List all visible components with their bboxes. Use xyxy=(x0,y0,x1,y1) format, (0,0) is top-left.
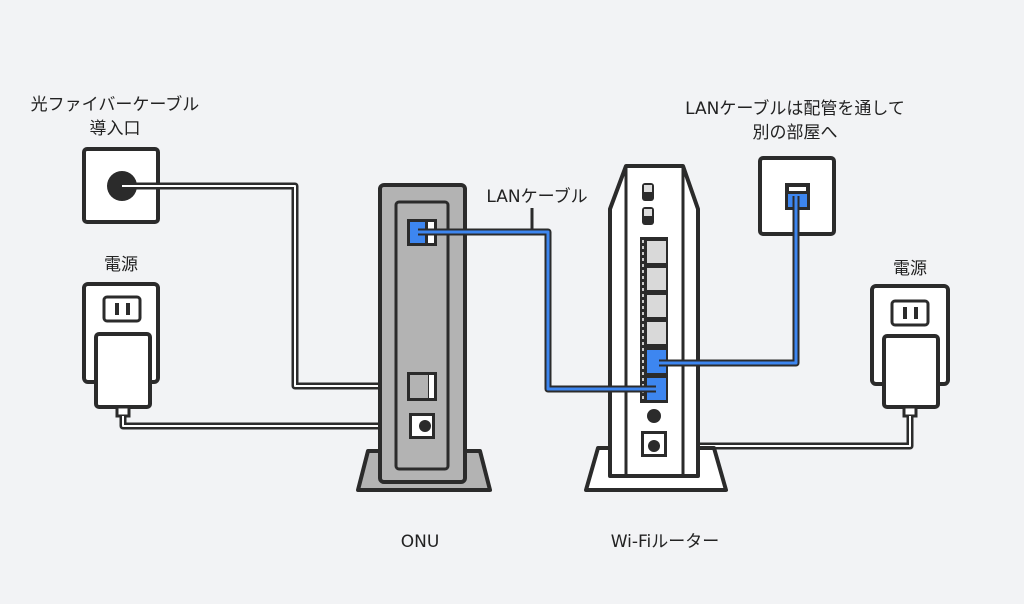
onu-device xyxy=(356,183,492,492)
power-outlet-left xyxy=(82,282,160,418)
power-right-label: 電源 xyxy=(893,259,927,279)
wifi-router-device xyxy=(584,164,728,492)
onu-label: ONU xyxy=(400,532,440,552)
wall-lan-label-line2: 別の部屋へ xyxy=(752,123,838,143)
power-outlet-right xyxy=(870,284,950,418)
onu-power-cable xyxy=(119,416,427,430)
router-power-cable xyxy=(654,416,914,450)
fiber-inlet-label-line2: 導入口 xyxy=(89,119,141,139)
wall-lan-label: LANケーブルは配管を通して 別の部屋へ xyxy=(650,97,940,145)
power-left-label: 電源 xyxy=(104,255,138,275)
fiber-inlet-label: 光ファイバーケーブル 導入口 xyxy=(10,93,220,141)
fiber-inlet-label-line1: 光ファイバーケーブル xyxy=(30,95,200,115)
router-label: Wi-Fiルーター xyxy=(610,532,720,552)
lan-cable-label: LANケーブル xyxy=(486,187,588,207)
fiber-cable xyxy=(122,182,427,390)
router-lan-ports xyxy=(642,240,666,400)
lan-cable-router-wall xyxy=(659,196,800,367)
wall-lan-label-line1: LANケーブルは配管を通して xyxy=(685,99,905,119)
lan-cable-onu-router xyxy=(418,228,656,393)
